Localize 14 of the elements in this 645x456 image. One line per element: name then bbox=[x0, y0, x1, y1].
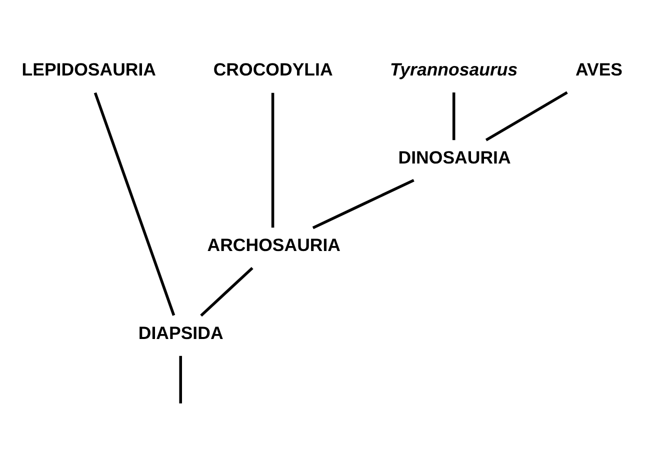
connector bbox=[94, 92, 176, 316]
connector bbox=[485, 90, 568, 141]
node-text: DIAPSIDA bbox=[138, 322, 224, 342]
connector bbox=[312, 178, 414, 229]
node-text: DINOSAURIA bbox=[398, 146, 511, 167]
connector bbox=[452, 92, 456, 140]
node-text: CROCODYLIA bbox=[213, 59, 333, 80]
node-text: ARCHOSAURIA bbox=[207, 234, 341, 255]
connector bbox=[200, 266, 254, 316]
node-text: AVES bbox=[575, 59, 623, 80]
node-text: LEPIDOSAURIA bbox=[22, 59, 156, 80]
connector bbox=[271, 92, 274, 228]
node-text: Tyrannosaurus bbox=[390, 59, 518, 80]
connector bbox=[179, 355, 182, 403]
